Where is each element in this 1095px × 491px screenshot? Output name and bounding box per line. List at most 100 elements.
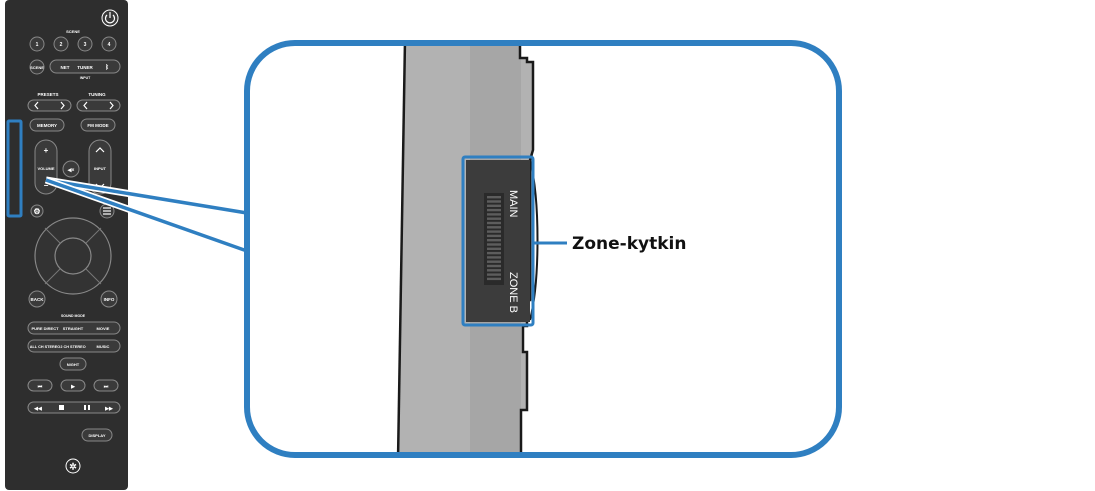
tuner-button[interactable]: TUNER [77,65,93,70]
mute-button[interactable] [62,160,80,178]
display-button-label: DISPLAY [89,433,106,438]
night-button[interactable] [59,357,87,371]
scene-button-3[interactable]: 3 [77,36,93,52]
transport-bar [27,401,121,414]
zoom-background [247,43,839,455]
presets-label: PRESETS [37,92,58,97]
pure-direct-button[interactable]: PURE DIRECT [31,326,59,331]
movie-button[interactable]: MOVIE [97,326,110,331]
input-rocker[interactable] [88,139,112,195]
direction-pad-dividers [44,227,102,285]
skip-back-button[interactable] [27,379,53,392]
switch-knob-ridge [487,273,501,276]
volume-plus[interactable]: + [44,146,49,155]
skip-forward-icon: ⏭ [104,384,109,390]
chevron-up-icon [95,147,105,153]
remote-side-left-edge [396,43,407,455]
switch-knob-ridge [487,230,501,233]
back-button-label: BACK [31,297,45,302]
leader-line-top [45,178,248,215]
yamaha-logo [65,458,81,474]
switch-knob-ridge [487,243,501,246]
enter-button[interactable] [54,237,92,275]
switch-knob-ridge [487,251,501,255]
menu-icon [103,207,111,215]
two-ch-stereo-button[interactable]: 2 CH STEREO [60,345,85,349]
zoom-panel-frame [244,40,842,458]
rewind-icon[interactable]: ◀◀ [33,406,42,412]
volume-minus[interactable]: − [44,181,49,190]
zone-switch-location-highlight [6,119,23,218]
remote-control: SCENE 1 2 3 4 SCENE NET TUNER ᛒ INPUT PR… [5,0,128,490]
scene-button-2-label: 2 [60,42,63,48]
switch-knob-ridge [487,239,501,242]
straight-button[interactable]: STRAIGHT [63,326,84,331]
play-button[interactable] [60,379,86,392]
gear-icon: ⚙ [33,207,40,216]
scene-button-3-label: 3 [84,42,87,48]
scene-button-4-label: 4 [108,42,111,48]
input-rocker-label: INPUT [94,166,107,171]
tuning-label: TUNING [88,92,106,97]
switch-label-zone-b: ZONE B [507,272,519,313]
night-button-label: NIGHT [67,362,80,367]
scene-button-1[interactable]: 1 [29,36,45,52]
presets-rocker[interactable] [27,99,72,112]
yamaha-logo-mark: ✲ [69,462,77,472]
switch-knob-ridge [487,196,501,199]
back-button[interactable] [28,290,46,308]
switch-knob-ridge [487,247,501,250]
info-button[interactable] [100,290,118,308]
switch-knob-ridge [487,256,501,259]
memory-button[interactable] [29,118,65,132]
switch-knob-ridge [487,260,501,263]
skip-back-icon: ⏮ [38,384,43,390]
net-button[interactable]: NET [61,65,70,70]
input-selector-bar [49,59,121,74]
tuning-rocker[interactable] [76,99,121,112]
fast-forward-icon[interactable]: ▶▶ [104,406,114,412]
switch-knob-ridge [487,226,501,229]
zone-switch-knob[interactable] [487,196,501,281]
skip-forward-button[interactable] [93,379,119,392]
fm-mode-button[interactable] [80,118,116,132]
zone-switch-callout: Zone-kytkin [572,234,686,254]
scene-button-2[interactable]: 2 [53,36,69,52]
info-button-label: INFO [104,297,115,302]
switch-knob-ridge [487,277,501,281]
music-button[interactable]: MUSIC [97,344,110,349]
stop-icon[interactable] [59,405,64,410]
switch-knob-ridge [487,269,501,272]
switch-knob-ridge [487,204,501,207]
scene-button[interactable]: SCENE [29,59,45,75]
option-button[interactable] [30,204,44,218]
zone-switch-highlight [461,155,535,327]
chevron-right-icon [109,101,114,110]
switch-label-main: MAIN [507,190,519,218]
play-icon: ▶ [70,384,76,390]
switch-knob-ridge [487,264,501,268]
power-icon [104,14,116,24]
bluetooth-icon[interactable]: ᛒ [105,64,109,71]
display-button[interactable] [81,428,113,442]
pause-icon[interactable] [84,405,90,410]
switch-knob-ridge [487,208,501,212]
switch-knob-ridge [487,217,501,220]
zoom-panel-content: MAIN ZONE B [247,43,839,455]
switch-knob-ridge [487,200,501,203]
scene-button-1-label: 1 [36,42,39,48]
scene-section-label: SCENE [66,29,80,34]
switch-knob-ridge [487,213,501,216]
all-ch-stereo-button[interactable]: ALL CH STEREO [30,345,61,349]
volume-label: VOLUME [37,166,54,171]
memory-button-label: MEMORY [37,123,57,128]
mute-icon: ◀× [67,168,75,174]
scene-button-4[interactable]: 4 [101,36,117,52]
sound-mode-row-2 [27,339,121,353]
fm-mode-button-label: FM MODE [87,123,108,128]
sound-mode-label: SOUND MODE [61,314,86,318]
chevron-right-icon [60,101,65,110]
input-section-label: INPUT [80,76,91,80]
scene-button-label: SCENE [30,65,44,70]
